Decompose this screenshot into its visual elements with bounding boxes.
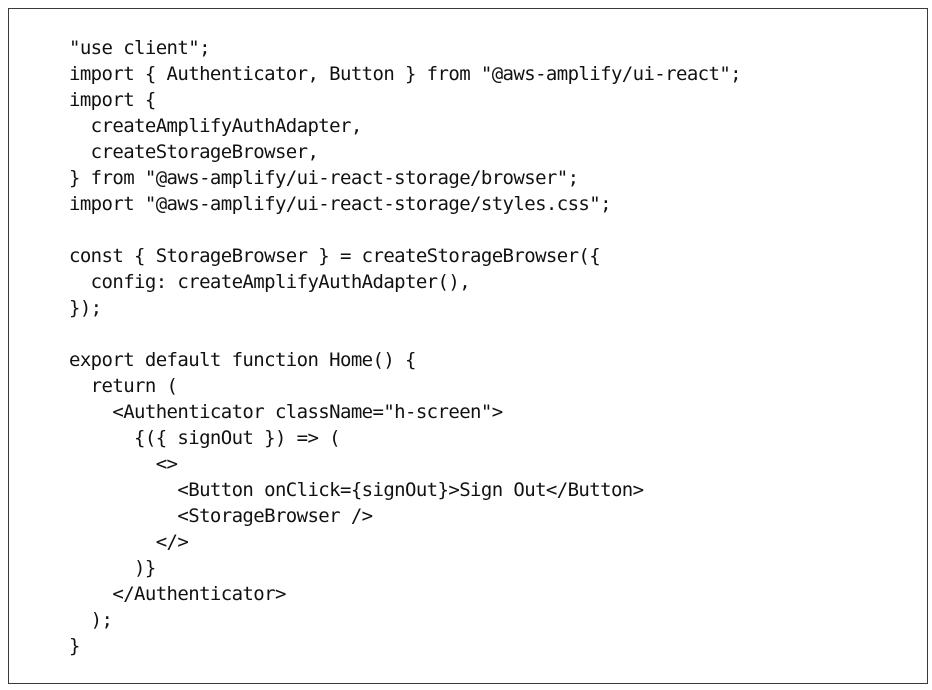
code-line: <Button onClick={signOut}>Sign Out</Butt… (69, 479, 644, 501)
code-line (69, 321, 741, 347)
code-line: createStorageBrowser, (69, 141, 319, 163)
code-line (69, 217, 741, 243)
code-line: export default function Home() { (69, 349, 416, 371)
code-line: } from "@aws-amplify/ui-react-storage/br… (69, 167, 579, 189)
code-line: return ( (69, 375, 178, 397)
code-line: } (69, 635, 80, 657)
code-line: "use client"; (69, 37, 211, 59)
code-line: <> (69, 453, 178, 475)
code-line: </Authenticator> (69, 583, 286, 605)
code-snippet-frame: "use client"; import { Authenticator, But… (8, 8, 928, 684)
code-line: }); (69, 297, 102, 319)
code-line: ); (69, 609, 113, 631)
code-line: </> (69, 531, 189, 553)
code-line: createAmplifyAuthAdapter, (69, 115, 363, 137)
code-line: import { (69, 89, 156, 111)
code-line: <StorageBrowser /> (69, 505, 373, 527)
code-line: import "@aws-amplify/ui-react-storage/st… (69, 193, 612, 215)
code-line: config: createAmplifyAuthAdapter(), (69, 271, 471, 293)
code-block: "use client"; import { Authenticator, But… (69, 35, 742, 659)
code-line: )} (69, 557, 156, 579)
code-line: const { StorageBrowser } = createStorage… (69, 245, 601, 267)
code-line: <Authenticator className="h-screen"> (69, 401, 503, 423)
code-line: {({ signOut }) => ( (69, 427, 341, 449)
code-line: import { Authenticator, Button } from "@… (69, 63, 742, 85)
